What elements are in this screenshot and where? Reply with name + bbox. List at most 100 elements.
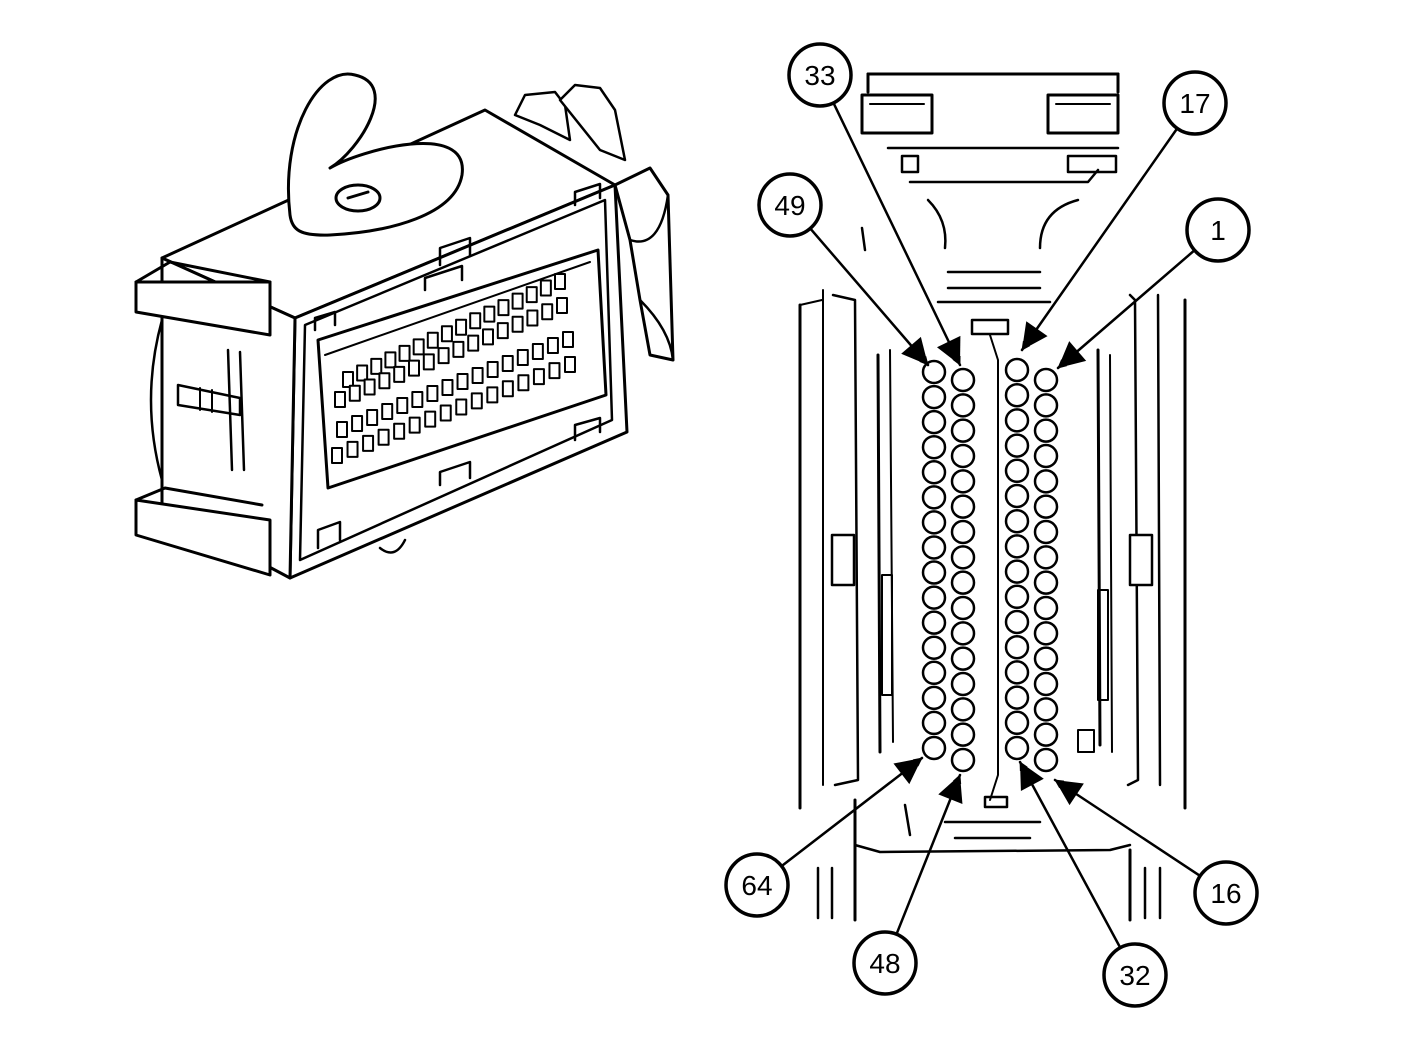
pin-slot [363,378,376,396]
pin-pins-1-16 [1033,367,1059,393]
pin-slot [548,362,561,380]
pin-pins-49-64 [921,710,947,736]
pin-slot [456,373,469,390]
pin-pins-49-64 [921,485,947,510]
pin-pins-49-64 [921,735,947,761]
arrowhead-1 [1058,341,1087,368]
pin-slot [496,322,509,340]
callout-leaders [780,101,1202,949]
pin-pins-33-48 [950,621,976,646]
pin-pins-33-48 [950,671,976,697]
pin-pins-17-32 [1004,433,1030,458]
pin-pins-49-64 [921,460,947,485]
pin-pins-49-64 [921,359,947,385]
callout-label: 49 [774,190,805,221]
pin-pins-17-32 [1004,584,1030,610]
pin-pins-1-16 [1033,722,1059,747]
pin-slot [467,334,480,352]
callout-1: 1 [1185,197,1251,263]
pin-slot [483,305,496,323]
pin-pins-17-32 [1004,408,1030,433]
pin-slot [366,409,379,426]
pin-pins-33-48 [950,393,976,418]
leader-arrow-1 [1056,248,1196,370]
pin-slot [398,344,411,362]
pin-slot [411,391,424,408]
leader-arrow-49 [808,227,930,367]
pin-slot [539,279,552,297]
leader-arrow-16 [1053,778,1202,878]
callout-label: 32 [1119,960,1150,991]
callout-33: 33 [787,42,853,108]
connector-face-pins [921,357,1059,773]
pin-slot [396,397,409,414]
pin-pins-1-16 [1033,671,1059,697]
pin-pins-1-16 [1033,443,1059,469]
pin-slot [408,416,421,434]
pin-pins-33-48 [950,418,976,443]
connector-isometric-view [134,72,675,580]
pin-slot [440,325,453,343]
pin-slot [511,315,524,333]
pin-pins-1-16 [1033,469,1059,494]
pin-pins-17-32 [1004,508,1030,534]
pin-pins-33-48 [950,570,976,595]
pin-pins-33-48 [950,722,976,747]
pin-pins-1-16 [1033,747,1059,773]
pin-slot [426,331,439,349]
pin-slot [470,392,483,410]
pin-slot [336,421,348,438]
pin-pins-49-64 [921,610,947,635]
callout-49: 49 [757,172,823,238]
leader-arrow-17 [1020,127,1179,352]
pin-pins-33-48 [950,367,976,393]
arrowhead-49 [901,336,928,365]
pin-slot [412,338,425,356]
pin-slot [501,355,514,372]
pin-slot [525,286,538,304]
pin-pins-1-16 [1033,494,1059,519]
arrowhead-64 [893,758,922,785]
pin-pins-17-32 [1004,382,1030,408]
pin-slot [393,422,406,440]
pin-pins-17-32 [1004,483,1030,509]
leader-arrow-48 [895,773,962,936]
pin-pins-1-16 [1033,418,1059,443]
arrowhead-48 [938,775,963,804]
callout-label: 64 [741,870,772,901]
pin-slot [424,410,437,428]
pin-slot [471,367,484,384]
pin-pins-1-16 [1033,621,1059,646]
pin-pins-1-16 [1033,570,1059,595]
pin-slot [497,299,510,317]
pin-slot [384,351,397,369]
pin-slot [541,303,554,321]
pin-pins-17-32 [1004,735,1030,761]
pin-pins-33-48 [950,646,976,671]
callout-17: 17 [1162,70,1228,136]
pin-pins-17-32 [1004,634,1030,660]
isometric-pin-slots [331,273,576,464]
callout-32: 32 [1102,942,1168,1008]
pin-slot [439,404,452,422]
pin-pins-33-48 [950,443,976,469]
pin-pins-33-48 [950,697,976,722]
pin-pins-49-64 [921,560,947,585]
pin-pins-1-16 [1033,545,1059,570]
pin-slot [441,379,454,396]
pin-slot [455,318,468,336]
pin-slot [486,361,499,378]
pin-slot [393,365,406,383]
pin-pins-17-32 [1004,710,1030,736]
pin-pins-49-64 [921,660,947,686]
pin-pins-33-48 [950,469,976,494]
pin-slot [348,384,361,402]
pin-slot [377,428,390,446]
leader-arrow-32 [1018,760,1122,949]
pin-pins-49-64 [921,585,947,610]
pin-pins-1-16 [1033,393,1059,418]
arrowhead-32 [1020,762,1044,792]
